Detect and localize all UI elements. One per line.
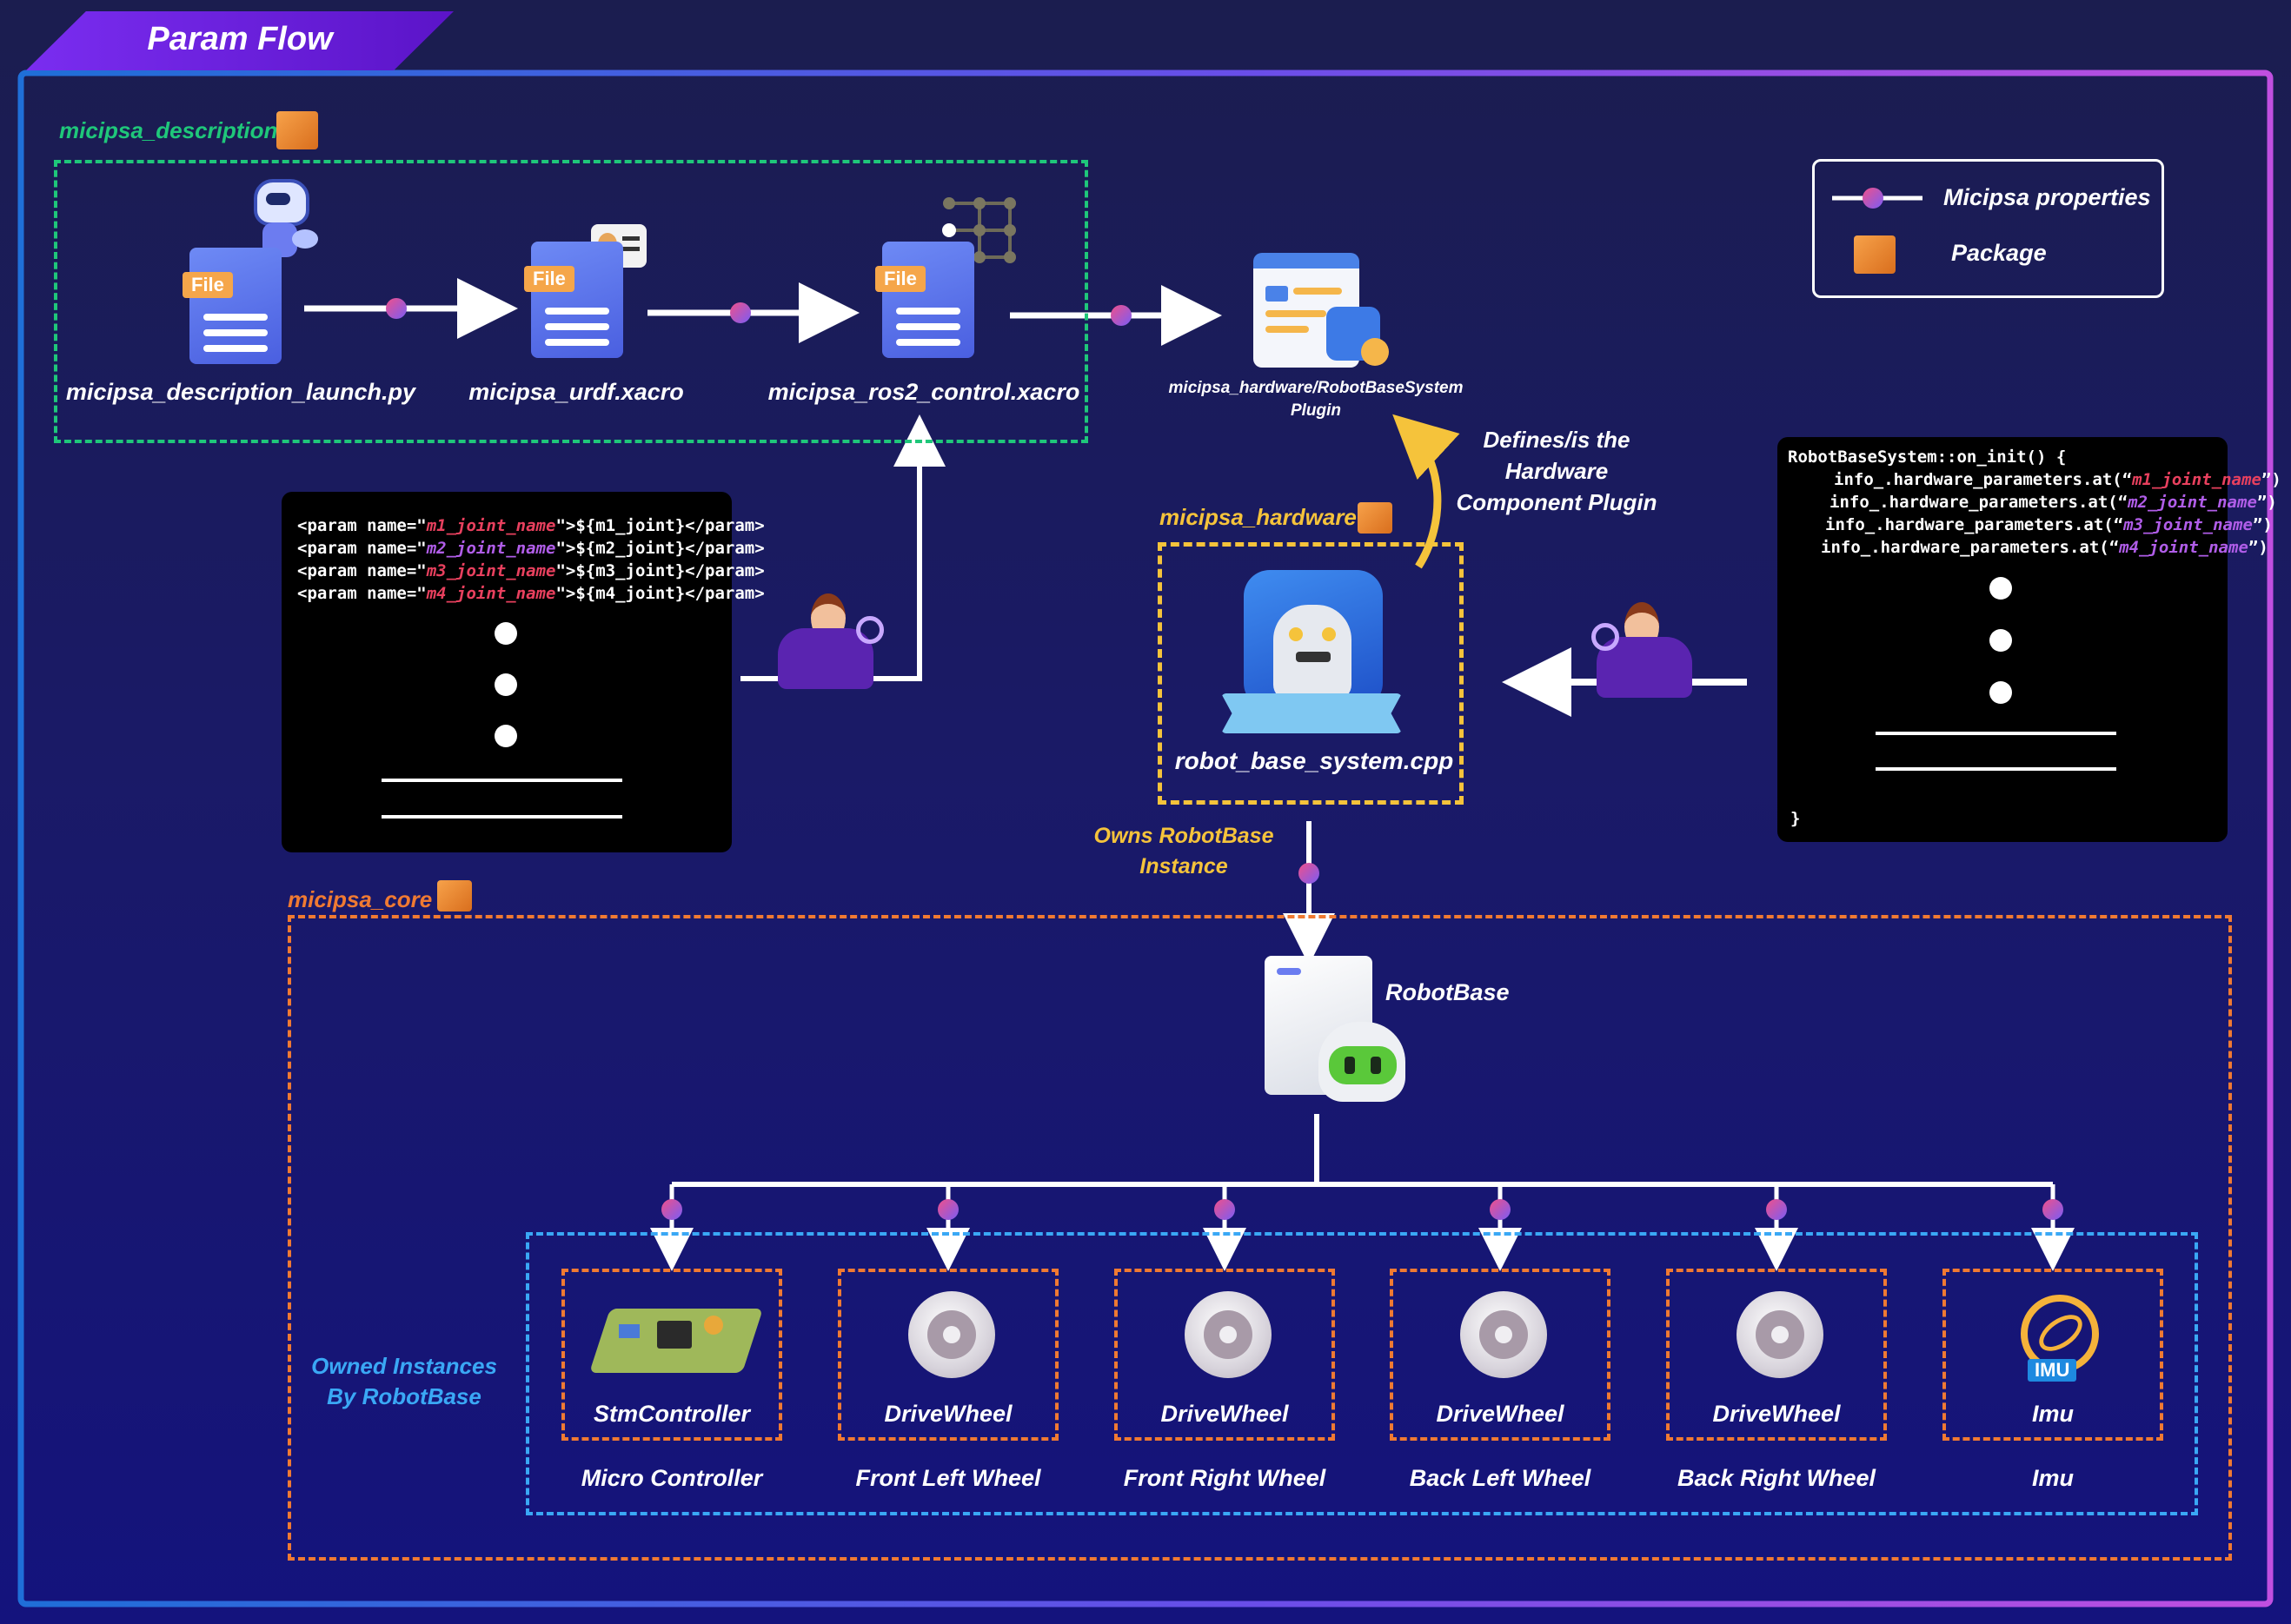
xacro-code-line-1: <param name="m1_joint_name">${m1_joint}<… <box>297 516 765 535</box>
legend-package-label: Package <box>1951 240 2047 266</box>
xacro-code-line-4: <param name="m4_joint_name">${m4_joint}<… <box>297 584 765 603</box>
xacro-code-block: <param name="m1_joint_name">${m1_joint}<… <box>282 492 765 852</box>
cpp-code-header: RobotBaseSystem::on_init() { <box>1788 447 2067 467</box>
file-urdf-label: micipsa_urdf.xacro <box>468 379 684 405</box>
legend-package-icon <box>1854 235 1896 274</box>
inspector-icon-right <box>1579 602 1701 706</box>
microcontroller-icon <box>588 1289 764 1385</box>
instance-caption: Front Left Wheel <box>855 1465 1041 1491</box>
legend-property-label: Micipsa properties <box>1943 184 2151 210</box>
plugin-icon <box>1253 253 1392 368</box>
legend-box <box>1812 159 2164 298</box>
file-launch-icon: File <box>183 248 282 364</box>
plugin-label-line1: micipsa_hardware/RobotBaseSystem <box>1168 379 1464 397</box>
owned-note-line1: Owned Instances <box>311 1353 497 1379</box>
robotbase-tree-connectors <box>650 1114 2075 1271</box>
robotbase-label: RobotBase <box>1385 979 1510 1005</box>
instance-caption: Imu <box>2031 1465 2075 1491</box>
instance-card: DriveWheel <box>1666 1269 1887 1441</box>
defines-plugin-arrow <box>1392 414 1460 569</box>
instance-class-label: StmController <box>593 1401 751 1427</box>
property-dot <box>2042 1199 2063 1220</box>
file-launch-label: micipsa_description_launch.py <box>65 379 416 405</box>
xacro-code-line-3: <param name="m3_joint_name">${m3_joint}<… <box>297 561 765 580</box>
instance-class-label: DriveWheel <box>1436 1401 1564 1427</box>
xacro-code-line-2: <param name="m2_joint_name">${m2_joint}<… <box>297 539 765 558</box>
instance-class-label: DriveWheel <box>1160 1401 1289 1427</box>
owns-note-line2: Instance <box>1139 854 1228 878</box>
instance-card: StmController <box>561 1269 782 1441</box>
instance-card: DriveWheel <box>1390 1269 1610 1441</box>
cpp-code-footer: } <box>1790 809 1801 828</box>
instance-caption: Back Left Wheel <box>1409 1465 1591 1491</box>
robotbase-icon <box>1265 956 1418 1105</box>
arrow-hardware-to-robotbase <box>1283 821 1335 965</box>
instance-class-label: Imu <box>2031 1401 2075 1427</box>
arrow-launch-to-urdf <box>304 278 518 339</box>
defines-note-line3: Component Plugin <box>1456 489 1657 515</box>
property-dot <box>938 1199 959 1220</box>
page-title: Param Flow <box>147 21 333 57</box>
property-dot <box>661 1199 682 1220</box>
package-core-icon <box>437 880 472 911</box>
wheel-icon <box>1460 1291 1547 1378</box>
instance-class-label: DriveWheel <box>884 1401 1013 1427</box>
package-hardware-label: micipsa_hardware <box>1159 504 1357 530</box>
cpp-code-line-2: info_.hardware_parameters.at(“m2_joint_n… <box>1829 493 2277 512</box>
robot-app-icon <box>1221 563 1402 739</box>
instance-class-label: DriveWheel <box>1712 1401 1841 1427</box>
defines-note-line1: Defines/is the <box>1483 427 1630 453</box>
instance-caption: Front Right Wheel <box>1123 1465 1326 1491</box>
package-core-label: micipsa_core <box>288 886 433 912</box>
title-bar <box>26 11 454 70</box>
file-ros2control-icon: File <box>875 242 974 358</box>
file-ros2control-label: micipsa_ros2_control.xacro <box>767 379 1080 405</box>
package-description-box <box>54 160 1088 443</box>
wheel-icon <box>908 1291 995 1378</box>
cpp-code-block: RobotBaseSystem::on_init() { info_.hardw… <box>1777 437 2281 842</box>
package-core-box <box>288 915 2232 1561</box>
arrow-urdf-to-ros2control <box>647 282 860 343</box>
instance-caption: Micro Controller <box>581 1465 763 1491</box>
owned-instances-box <box>526 1232 2198 1515</box>
file-urdf-icon: File <box>524 242 623 358</box>
cpp-code-line-3: info_.hardware_parameters.at(“m3_joint_n… <box>1825 515 2273 534</box>
wheel-icon <box>1737 1291 1823 1378</box>
imu-icon: IMU <box>2017 1295 2099 1382</box>
package-hardware-box <box>1158 542 1464 805</box>
defines-note-line2: Hardware <box>1504 458 1609 484</box>
package-description-label: micipsa_description <box>59 117 278 143</box>
owns-note-line1: Owns RobotBase <box>1093 824 1274 848</box>
arrow-ros2control-to-plugin <box>1010 285 1222 346</box>
property-dot <box>1490 1199 1511 1220</box>
package-hardware-icon <box>1358 502 1392 534</box>
instance-card: DriveWheel <box>838 1269 1059 1441</box>
instance-card: IMU Imu <box>1942 1269 2163 1441</box>
plugin-label-line2: Plugin <box>1290 401 1342 420</box>
property-dot <box>1766 1199 1787 1220</box>
wheel-icon <box>1185 1291 1272 1378</box>
hardware-file-label: robot_base_system.cpp <box>1174 747 1454 774</box>
outer-frame <box>17 70 2274 1607</box>
instance-card: DriveWheel <box>1114 1269 1335 1441</box>
instance-caption: Back Right Wheel <box>1677 1465 1876 1491</box>
cpp-code-line-1: info_.hardware_parameters.at(“m1_joint_n… <box>1834 470 2281 489</box>
package-description-icon <box>276 111 318 149</box>
property-dot <box>1214 1199 1235 1220</box>
inspector-icon-left <box>769 593 891 698</box>
owned-note-line2: By RobotBase <box>327 1383 481 1409</box>
cpp-code-line-4: info_.hardware_parameters.at(“m4_joint_n… <box>1821 538 2268 557</box>
